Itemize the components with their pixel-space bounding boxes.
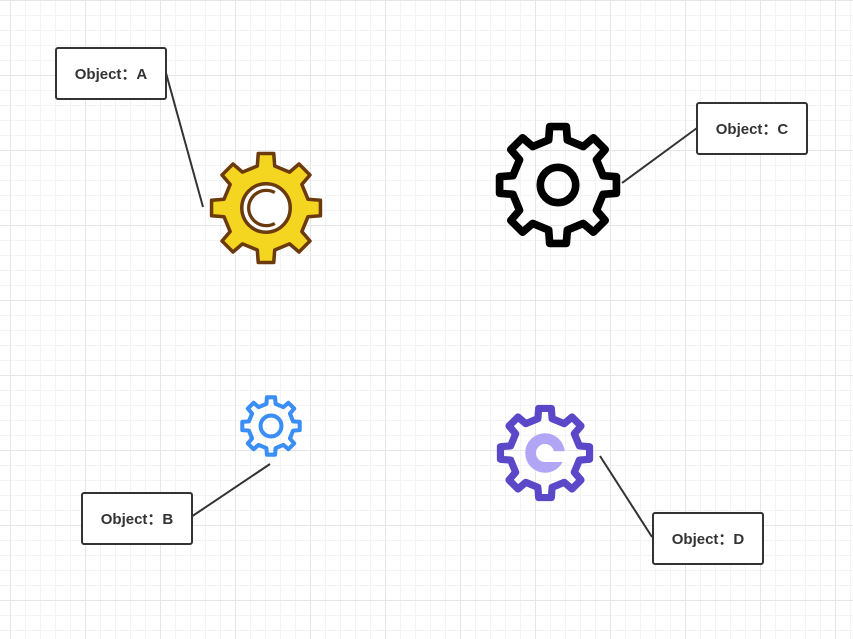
gear-outline xyxy=(496,404,594,502)
object-b-label[interactable]: Object：B xyxy=(81,492,193,545)
gear-icon-a xyxy=(209,151,323,265)
gear-icon-c xyxy=(495,122,621,248)
gear-a-inner-arc xyxy=(247,188,276,228)
connector-line-d xyxy=(599,455,653,538)
object-c-label[interactable]: Object：C xyxy=(696,102,808,155)
gear-c-hole xyxy=(536,163,580,207)
connector-line-c xyxy=(621,127,698,184)
gear-d-hole-gap xyxy=(546,451,569,462)
gear-icon-b xyxy=(240,395,302,457)
gear-b-hole xyxy=(258,413,284,439)
object-d-label[interactable]: Object：D xyxy=(652,512,764,565)
object-a-label[interactable]: Object：A xyxy=(55,47,167,100)
gear-icon-d xyxy=(496,404,594,502)
connector-line-b xyxy=(190,463,271,518)
connector-line-a xyxy=(165,72,204,208)
gear-outline xyxy=(240,395,302,457)
gear-outline xyxy=(495,122,621,248)
